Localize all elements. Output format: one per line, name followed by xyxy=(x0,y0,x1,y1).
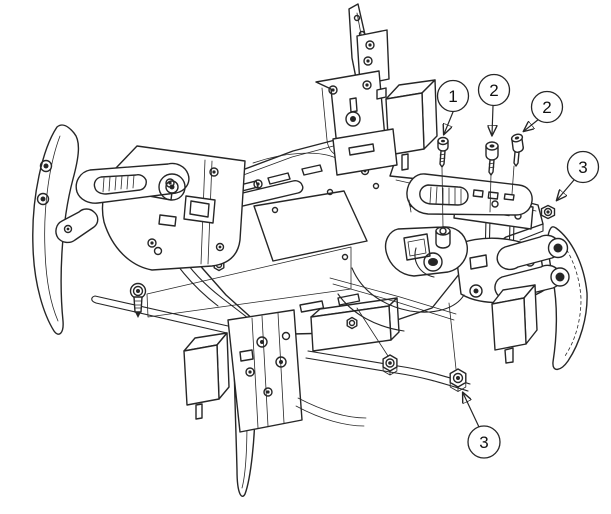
callout-balloon-3-bottom xyxy=(467,425,501,459)
exploded-plates xyxy=(406,173,534,230)
callout-3-bottom: 3 xyxy=(463,393,501,459)
servo-output-shaft xyxy=(435,226,451,249)
rear-leg-assembly xyxy=(252,3,438,176)
screw-2b xyxy=(510,133,524,195)
rear-servo-motor xyxy=(376,79,438,171)
left-leg-assembly xyxy=(32,124,246,335)
screw-2a xyxy=(485,141,499,213)
callout-balloon-3-right xyxy=(566,150,600,184)
callout-label-1: 1 xyxy=(448,87,457,106)
callout-2b: 2 xyxy=(524,90,564,132)
screw-1 xyxy=(437,136,449,228)
front-leg-assembly xyxy=(183,309,367,497)
callout-3-right: 3 xyxy=(557,150,600,201)
right-foot-blade xyxy=(547,226,588,371)
callout-balloon-2b xyxy=(530,90,564,124)
callout-balloon-2a xyxy=(477,73,511,107)
hex-bolt-battery xyxy=(346,316,358,330)
hex-nut-3-right xyxy=(540,204,556,220)
loose-screw xyxy=(129,282,147,318)
front-servo-motor xyxy=(183,332,230,420)
battery-box xyxy=(310,297,400,352)
callout-label-2a: 2 xyxy=(489,81,498,100)
callout-1: 1 xyxy=(436,79,470,135)
callout-label-2b: 2 xyxy=(542,98,551,117)
callout-label-3-right: 3 xyxy=(578,158,587,177)
callout-balloon-1 xyxy=(436,79,470,113)
hex-nut-under-chassis xyxy=(356,307,398,376)
callout-label-3-bottom: 3 xyxy=(479,433,488,452)
callout-2a: 2 xyxy=(477,73,511,136)
right-leg-assembly xyxy=(329,218,588,371)
right-servo-motor xyxy=(491,284,538,364)
hex-nut-3-bottom xyxy=(448,302,467,392)
